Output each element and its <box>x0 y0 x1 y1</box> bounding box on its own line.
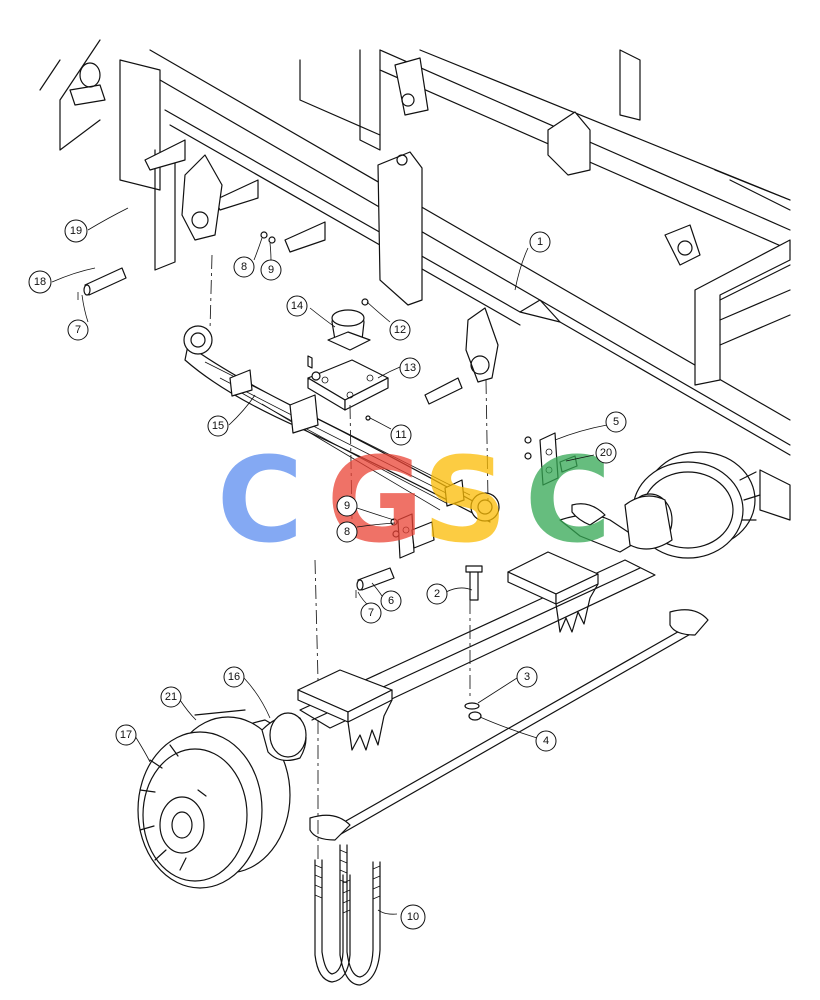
chassis-frame <box>39 39 791 521</box>
callout-5: 5 <box>605 411 627 433</box>
callout-6: 6 <box>380 590 402 612</box>
right-brake-drum-hub <box>624 451 761 559</box>
svg-text:10: 10 <box>407 911 419 923</box>
watermark: C G S C <box>217 431 612 569</box>
svg-text:14: 14 <box>291 300 303 312</box>
svg-text:6: 6 <box>388 595 394 607</box>
left-brake-drum-hub <box>137 712 307 889</box>
svg-text:21: 21 <box>165 691 177 703</box>
svg-text:1: 1 <box>537 236 543 248</box>
svg-text:8: 8 <box>344 526 350 538</box>
svg-text:12: 12 <box>394 324 406 336</box>
callout-14: 14 <box>286 295 308 317</box>
callout-4: 4 <box>535 730 557 752</box>
callout-15: 15 <box>207 415 229 437</box>
svg-text:13: 13 <box>404 362 416 374</box>
svg-text:18: 18 <box>34 276 46 288</box>
watermark-letter-1: C <box>217 431 304 569</box>
svg-text:8: 8 <box>241 261 247 273</box>
callout-9-top: 9 <box>260 259 282 281</box>
callout-20: 20 <box>595 442 617 464</box>
svg-text:11: 11 <box>395 429 406 441</box>
svg-text:7: 7 <box>368 607 374 619</box>
assembly-center-lines <box>209 254 489 860</box>
callout-12: 12 <box>389 319 411 341</box>
svg-text:20: 20 <box>600 447 612 459</box>
svg-text:19: 19 <box>70 225 82 237</box>
callout-7-left: 7 <box>67 319 89 341</box>
callout-2: 2 <box>426 583 448 605</box>
axle-plate-and-bumper <box>307 309 389 411</box>
callout-16: 16 <box>223 666 245 688</box>
svg-text:3: 3 <box>524 671 530 683</box>
callout-7-center: 7 <box>360 602 382 624</box>
svg-text:2: 2 <box>434 588 440 600</box>
watermark-letter-3: S <box>423 431 508 569</box>
shackle-assemblies <box>77 231 578 721</box>
callout-8-center: 8 <box>336 521 358 543</box>
svg-text:16: 16 <box>228 671 240 683</box>
callout-21: 21 <box>160 686 182 708</box>
callout-3: 3 <box>516 666 538 688</box>
callout-9-center: 9 <box>336 495 358 517</box>
callout-11: 11 <box>390 424 412 446</box>
callout-17: 17 <box>115 724 137 746</box>
leaf-spring <box>183 325 500 523</box>
callout-19: 19 <box>64 219 88 243</box>
svg-text:9: 9 <box>344 500 350 512</box>
svg-text:17: 17 <box>120 729 132 741</box>
svg-text:7: 7 <box>75 324 81 336</box>
svg-text:5: 5 <box>613 416 619 428</box>
svg-text:15: 15 <box>212 420 224 432</box>
callout-10: 10 <box>400 904 426 930</box>
callout-18: 18 <box>28 270 52 294</box>
callout-1: 1 <box>529 231 551 253</box>
callout-8-top: 8 <box>233 256 255 278</box>
u-bolts <box>314 844 381 986</box>
svg-text:9: 9 <box>268 264 274 276</box>
svg-text:4: 4 <box>543 735 549 747</box>
callout-13: 13 <box>399 357 421 379</box>
callout-leaders <box>51 207 608 915</box>
